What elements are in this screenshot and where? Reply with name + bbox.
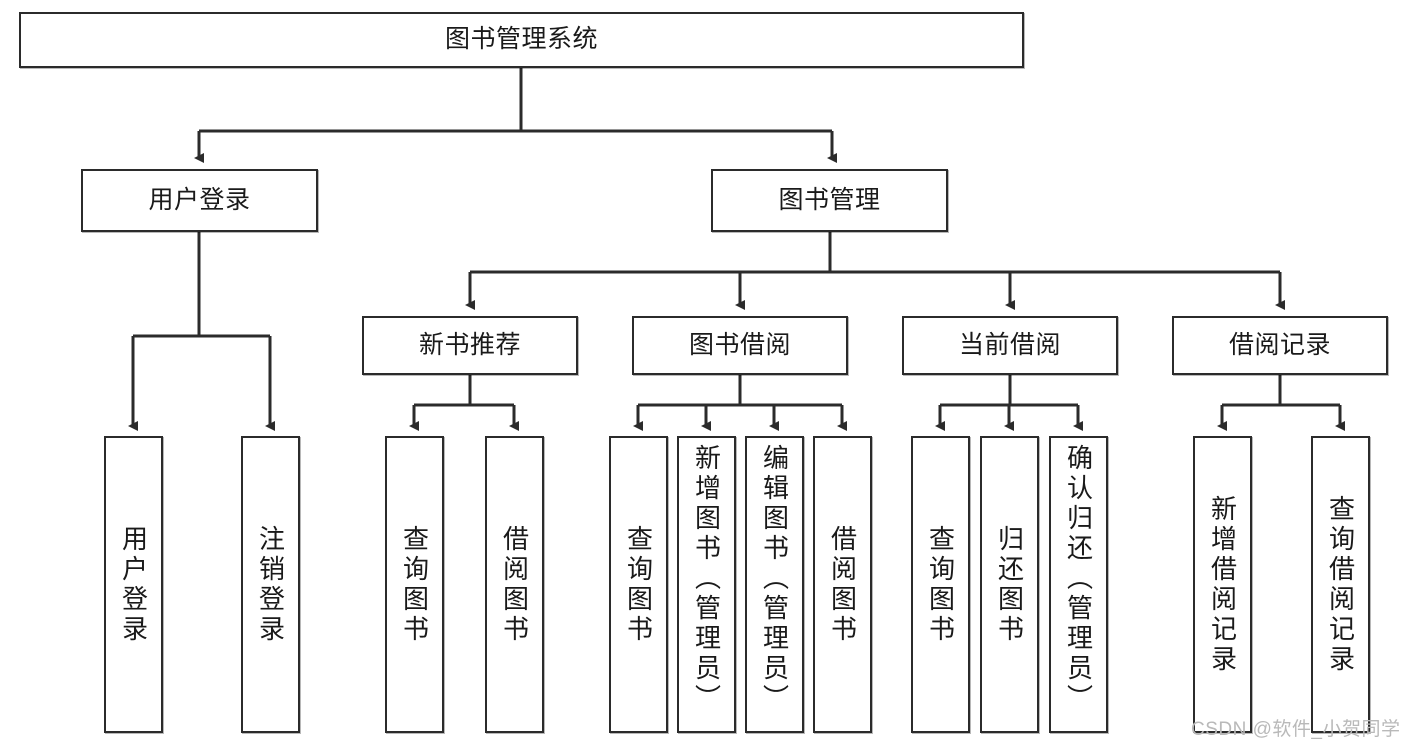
node-book-borrow-label: 图书借阅 [688,330,791,359]
leaf-add-book-admin-label: 新增图书（管理员） [691,444,722,714]
node-borrow-record-label: 借阅记录 [1228,330,1331,359]
leaf-query-book-current-label: 查询图书 [925,524,956,645]
node-current-borrow-label: 当前借阅 [958,330,1061,359]
node-new-book-recommend-label: 新书推荐 [418,330,521,359]
leaf-add-borrow-record[interactable]: 新增借阅记录 [1193,436,1252,733]
leaf-borrow-book-borrow[interactable]: 借阅图书 [813,436,872,733]
leaf-add-borrow-record-label: 新增借阅记录 [1207,494,1238,675]
leaf-query-book-recommend[interactable]: 查询图书 [385,436,444,733]
leaf-return-book-label: 归还图书 [994,524,1025,645]
leaf-user-login[interactable]: 用户登录 [104,436,163,733]
leaf-user-login-label: 用户登录 [118,524,149,645]
leaf-return-book[interactable]: 归还图书 [980,436,1039,733]
leaf-logout-login[interactable]: 注销登录 [241,436,300,733]
leaf-borrow-book-recommend[interactable]: 借阅图书 [485,436,544,733]
node-borrow-record[interactable]: 借阅记录 [1172,316,1388,375]
leaf-query-book-recommend-label: 查询图书 [399,524,430,645]
csdn-watermark: CSDN @软件_小贺同学 [1191,714,1400,741]
leaf-query-book-current[interactable]: 查询图书 [911,436,970,733]
leaf-edit-book-admin-label: 编辑图书（管理员） [759,444,790,714]
node-book-management-label: 图书管理 [778,185,881,214]
leaf-borrow-book-recommend-label: 借阅图书 [499,524,530,645]
csdn-watermark-text: CSDN @软件_小贺同学 [1191,719,1401,740]
leaf-logout-login-label: 注销登录 [255,524,286,645]
node-book-management[interactable]: 图书管理 [711,169,948,232]
leaf-confirm-return-admin[interactable]: 确认归还（管理员） [1049,436,1108,733]
node-book-borrow[interactable]: 图书借阅 [632,316,848,375]
leaf-edit-book-admin[interactable]: 编辑图书（管理员） [745,436,804,733]
node-new-book-recommend[interactable]: 新书推荐 [362,316,578,375]
leaf-borrow-book-borrow-label: 借阅图书 [827,524,858,645]
leaf-add-book-admin[interactable]: 新增图书（管理员） [677,436,736,733]
node-current-borrow[interactable]: 当前借阅 [902,316,1118,375]
leaf-query-borrow-record[interactable]: 查询借阅记录 [1311,436,1370,733]
leaf-confirm-return-admin-label: 确认归还（管理员） [1063,444,1094,714]
leaf-query-book-borrow-label: 查询图书 [623,524,654,645]
node-root-book-management-system[interactable]: 图书管理系统 [19,12,1024,68]
leaf-query-borrow-record-label: 查询借阅记录 [1325,494,1356,675]
leaf-query-book-borrow[interactable]: 查询图书 [609,436,668,733]
node-user-login[interactable]: 用户登录 [81,169,318,232]
node-user-login-label: 用户登录 [148,185,251,214]
node-root-label: 图书管理系统 [444,25,598,54]
